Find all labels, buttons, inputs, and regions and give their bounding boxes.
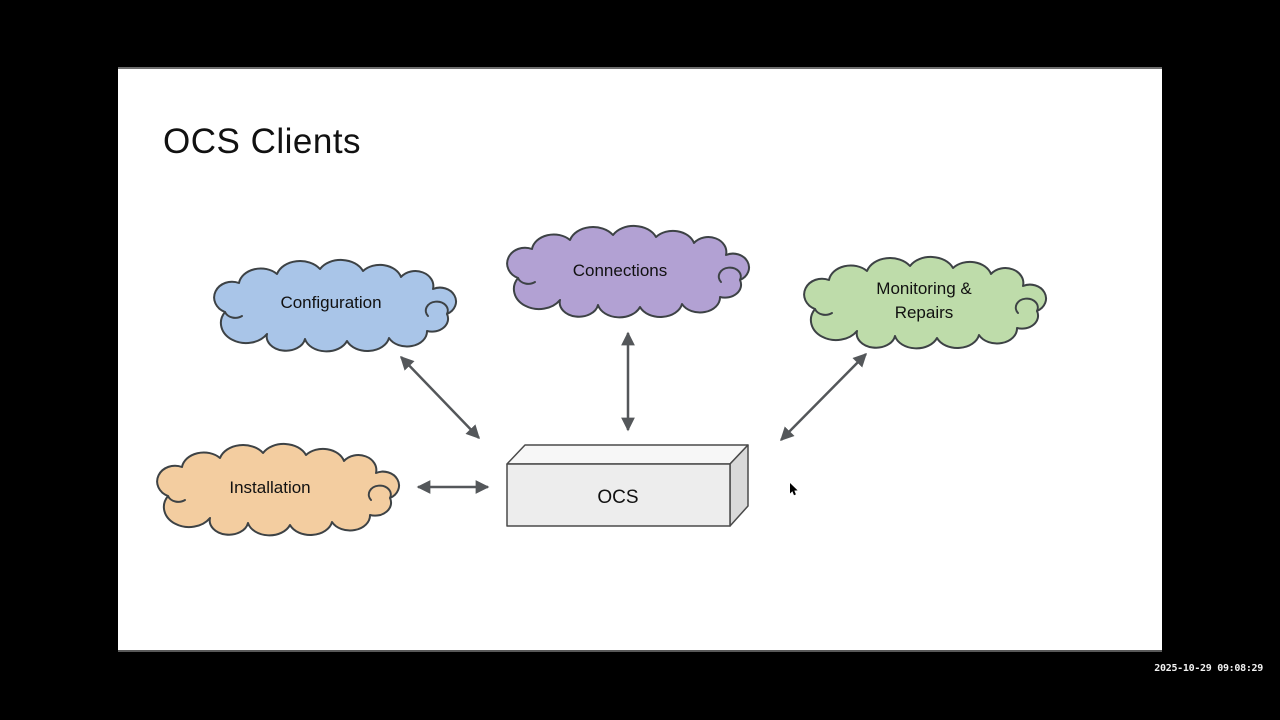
arrows xyxy=(400,331,867,494)
server-box-label: OCS xyxy=(597,487,638,508)
cloud-installation-label: Installation xyxy=(229,478,310,497)
cloud-configuration: Configuration xyxy=(213,258,458,353)
page-title: OCS Clients xyxy=(163,122,362,161)
arrow-monitoring-ocs xyxy=(780,353,867,441)
cloud-monitoring-repairs-label-line2: Repairs xyxy=(895,303,954,322)
server-box-front-face xyxy=(506,463,731,527)
cloud-installation: Installation xyxy=(156,442,401,537)
slide: OCS Clients Configuration Connections Mo… xyxy=(118,67,1162,652)
cloud-monitoring-repairs-label-line1: Monitoring & xyxy=(876,279,972,298)
server-box-top-face xyxy=(506,444,749,465)
cloud-connections-label: Connections xyxy=(573,261,668,280)
diagram-svg: Configuration Connections Monitoring & R… xyxy=(156,224,1048,537)
cloud-configuration-label: Configuration xyxy=(280,293,381,312)
cloud-monitoring-repairs: Monitoring & Repairs xyxy=(803,255,1048,350)
cloud-connections: Connections xyxy=(506,224,751,319)
arrow-configuration-ocs xyxy=(400,356,480,439)
server-box: OCS xyxy=(506,444,749,527)
mouse-cursor-icon xyxy=(789,483,799,497)
timestamp: 2025-10-29 09:08:29 xyxy=(1154,663,1263,674)
